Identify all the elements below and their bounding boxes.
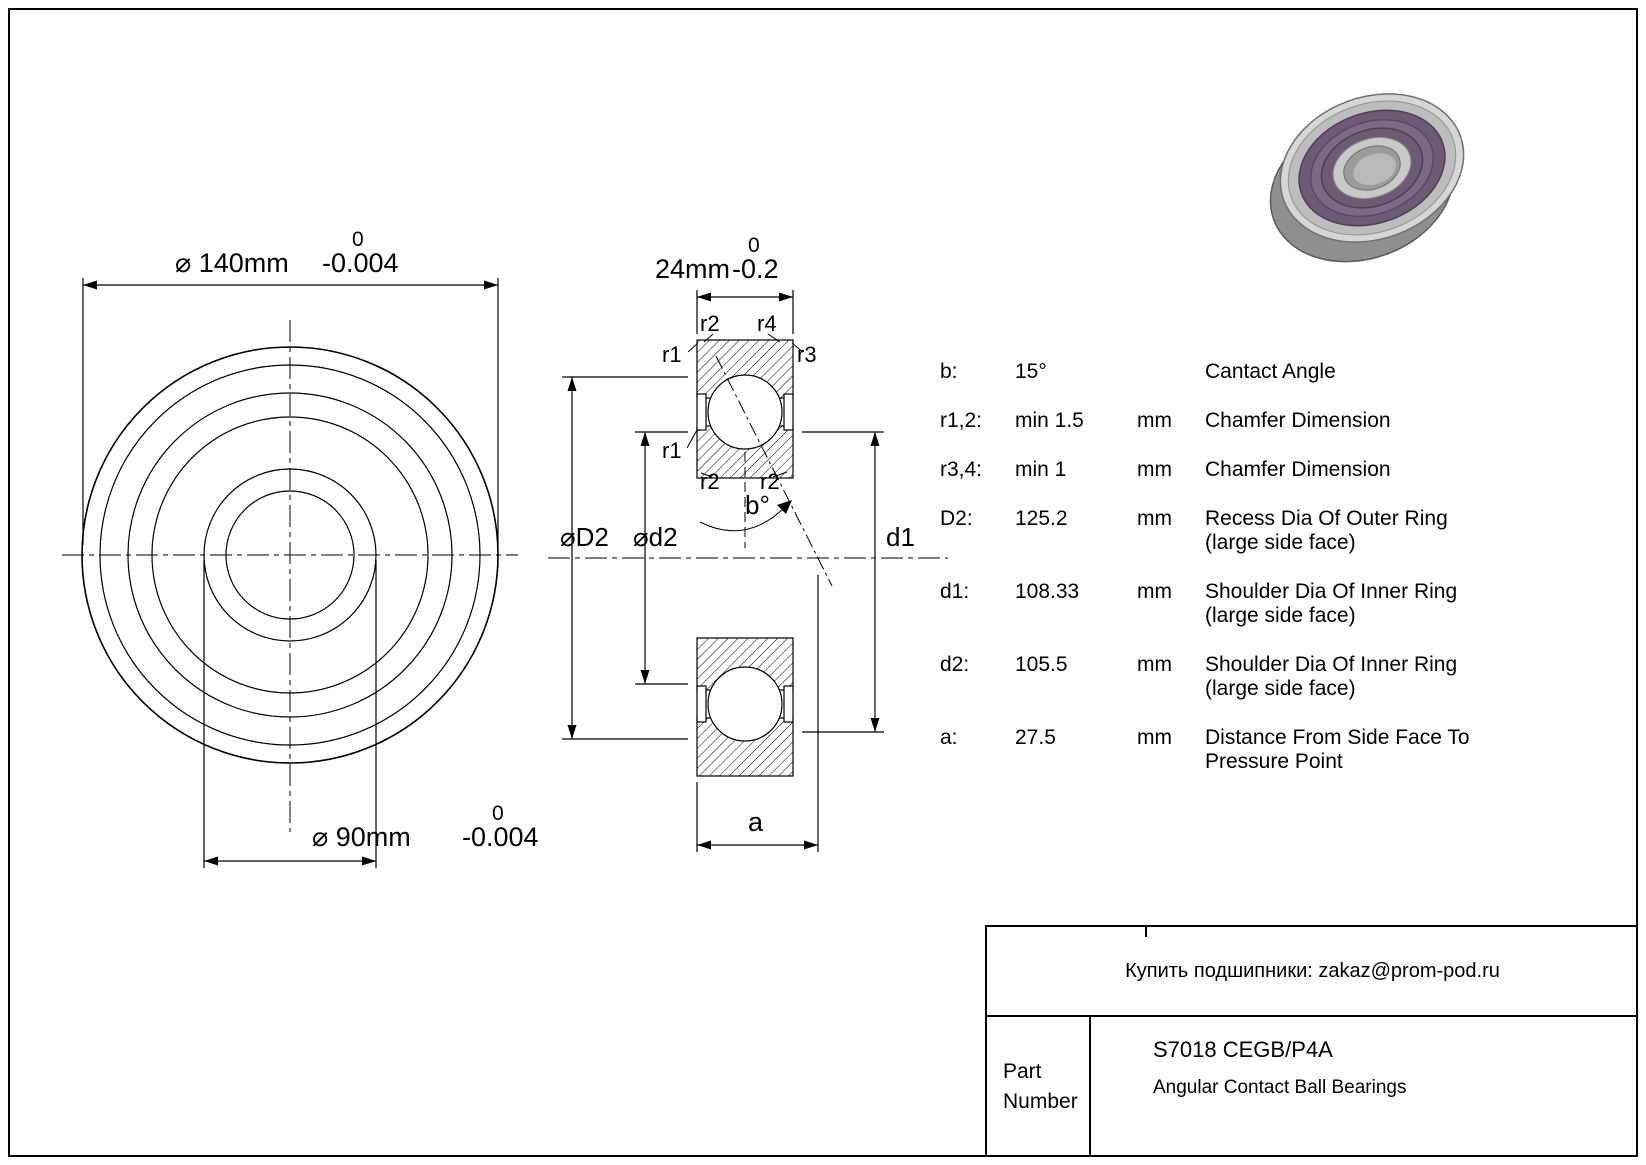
spec-row-d1: d1: 108.33 mm Shoulder Dia Of Inner Ring… bbox=[940, 580, 1640, 628]
width-tolerance-lower: -0.2 bbox=[732, 254, 779, 284]
seal-top-right bbox=[783, 393, 794, 431]
contact-info: Купить подшипники: zakaz@prom-pod.ru bbox=[1125, 959, 1500, 982]
contact-angle-annotation: b° bbox=[699, 355, 833, 587]
spec-key: d2: bbox=[940, 653, 970, 676]
spec-table: b: 15° Cantact Angle r1,2: min 1.5 mm Ch… bbox=[940, 360, 1640, 799]
part-number-info: S7018 CEGB/P4A Angular Contact Ball Bear… bbox=[1091, 1017, 1406, 1157]
spec-unit: mm bbox=[1137, 726, 1172, 749]
spec-description: Shoulder Dia Of Inner Ring(large side fa… bbox=[1205, 580, 1458, 627]
bore-tolerance-upper: 0 bbox=[492, 802, 504, 825]
title-block-tick bbox=[1145, 927, 1147, 937]
spec-key: a: bbox=[940, 726, 958, 749]
outer-ring-land-circle bbox=[99, 364, 481, 746]
inner-ring-land-circle bbox=[203, 468, 377, 642]
spec-description: Cantact Angle bbox=[1205, 360, 1336, 383]
part-type: Angular Contact Ball Bearings bbox=[1153, 1077, 1407, 1098]
front-view: ⌀ 140mm -0.004 0 ⌀ 90mm -0.004 0 bbox=[62, 228, 539, 868]
title-block-contact-row: Купить подшипники: zakaz@prom-pod.ru bbox=[987, 927, 1638, 1017]
a-label: a bbox=[748, 807, 764, 837]
d1-label: d1 bbox=[886, 522, 915, 552]
spec-key: d1: bbox=[940, 580, 970, 603]
seal-top-left bbox=[696, 393, 707, 431]
od-tolerance-upper: 0 bbox=[352, 228, 364, 251]
d2-inner-label: ⌀d2 bbox=[633, 522, 678, 552]
spec-row-d2: d2: 105.5 mm Shoulder Dia Of Inner Ring(… bbox=[940, 653, 1640, 701]
spec-unit: mm bbox=[1137, 409, 1172, 432]
bore-dimension-text: ⌀ 90mm bbox=[312, 822, 411, 852]
width-dimension: 24mm -0.2 0 bbox=[655, 234, 794, 334]
ball-top bbox=[707, 374, 783, 450]
r1-upper-left-label: r1 bbox=[662, 342, 682, 367]
od-tolerance-lower: -0.004 bbox=[322, 248, 399, 278]
seal-bottom-right bbox=[783, 685, 794, 723]
spec-key: r3,4: bbox=[940, 458, 983, 481]
r2-lower-left-label: r2 bbox=[700, 469, 720, 494]
spec-row-b: b: 15° Cantact Angle bbox=[940, 360, 1640, 384]
part-number-label: Part Number bbox=[987, 1017, 1091, 1157]
spec-row-D2: D2: 125.2 mm Recess Dia Of Outer Ring(la… bbox=[940, 507, 1640, 555]
spec-value: 27.5 bbox=[1015, 726, 1056, 749]
spec-description: Shoulder Dia Of Inner Ring(large side fa… bbox=[1205, 653, 1458, 700]
ball-bottom bbox=[707, 666, 783, 742]
seal-bottom-left bbox=[696, 685, 707, 723]
bore-circle bbox=[225, 490, 355, 620]
od-dimension-text: ⌀ 140mm bbox=[175, 248, 289, 278]
a-dimension: a bbox=[696, 575, 819, 852]
spec-key: b: bbox=[940, 360, 958, 383]
d2-outer-label: ⌀D2 bbox=[560, 522, 609, 552]
spec-value: min 1.5 bbox=[1015, 409, 1084, 432]
d2-inner-dimension: ⌀d2 bbox=[633, 431, 688, 685]
spec-value: 105.5 bbox=[1015, 653, 1068, 676]
r2-lower-right-label: r2 bbox=[760, 469, 780, 494]
r1-mid-left-label: r1 bbox=[662, 438, 682, 463]
od-dimension: ⌀ 140mm -0.004 0 bbox=[82, 228, 499, 545]
d1-dimension: d1 bbox=[802, 431, 915, 733]
spec-value: min 1 bbox=[1015, 458, 1067, 481]
spec-unit: mm bbox=[1137, 580, 1172, 603]
r3-upper-right-label: r3 bbox=[797, 342, 817, 367]
outer-raceway-circle bbox=[127, 392, 453, 718]
spec-description: Chamfer Dimension bbox=[1205, 458, 1391, 481]
spec-value: 108.33 bbox=[1015, 580, 1080, 603]
spec-key: D2: bbox=[940, 507, 973, 530]
contact-angle-label: b° bbox=[745, 490, 770, 520]
bearing-3d-image bbox=[1269, 93, 1465, 263]
r4-top-right-label: r4 bbox=[757, 311, 777, 336]
chamfer-labels: r2 r4 r1 r3 r1 r2 r2 bbox=[662, 311, 817, 494]
spec-value: 125.2 bbox=[1015, 507, 1068, 530]
outer-diameter-circle bbox=[81, 346, 499, 764]
r2-top-left-label: r2 bbox=[700, 311, 720, 336]
spec-unit: mm bbox=[1137, 507, 1172, 530]
width-dimension-text: 24mm bbox=[655, 254, 730, 284]
spec-row-r12: r1,2: min 1.5 mm Chamfer Dimension bbox=[940, 409, 1640, 433]
bore-tolerance-lower: -0.004 bbox=[462, 822, 539, 852]
part-number-value: S7018 CEGB/P4A bbox=[1153, 1037, 1333, 1062]
spec-value: 15° bbox=[1015, 360, 1047, 383]
bore-dimension: ⌀ 90mm -0.004 0 bbox=[203, 560, 539, 868]
title-block-part-row: Part Number S7018 CEGB/P4A Angular Conta… bbox=[987, 1017, 1638, 1157]
spec-unit: mm bbox=[1137, 458, 1172, 481]
title-block: Купить подшипники: zakaz@prom-pod.ru Par… bbox=[985, 925, 1638, 1157]
d2-outer-dimension: ⌀D2 bbox=[560, 376, 688, 740]
spec-unit: mm bbox=[1137, 653, 1172, 676]
spec-row-r34: r3,4: min 1 mm Chamfer Dimension bbox=[940, 458, 1640, 482]
inner-raceway-circle bbox=[151, 416, 429, 694]
width-tolerance-upper: 0 bbox=[748, 234, 760, 257]
spec-description: Chamfer Dimension bbox=[1205, 409, 1391, 432]
spec-description: Recess Dia Of Outer Ring(large side face… bbox=[1205, 507, 1448, 554]
spec-key: r1,2: bbox=[940, 409, 983, 432]
spec-unit bbox=[1137, 360, 1205, 384]
section-view: b° r2 r4 r1 r3 r1 r2 r2 24mm - bbox=[548, 234, 948, 852]
